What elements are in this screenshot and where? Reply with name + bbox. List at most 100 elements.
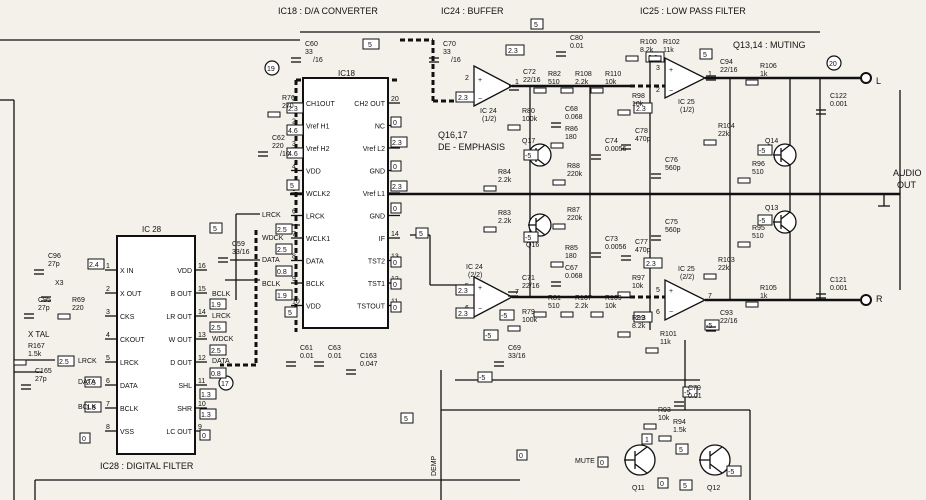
component-value: 8.2k	[640, 47, 654, 54]
component-value: 510	[752, 233, 764, 240]
component-ref: R86	[565, 126, 578, 133]
signal-mute: MUTE	[575, 458, 595, 465]
svg-text:+: +	[478, 77, 482, 84]
component-value: 0.01	[328, 353, 342, 360]
svg-text:-5: -5	[479, 375, 485, 382]
ic28-pin-num: 11	[198, 378, 205, 385]
ic18-pin-name: TST1	[368, 281, 385, 288]
signal-data: DATA	[262, 257, 280, 264]
ic28-pin-name: LC OUT	[166, 429, 192, 436]
component-value: 8.2k	[632, 323, 646, 330]
component-value: 1.5k	[673, 427, 687, 434]
component-ref: R88	[567, 163, 580, 170]
component-value: 220	[72, 305, 84, 312]
xtal-label: X TAL	[28, 330, 50, 339]
component-rating: /16	[451, 57, 461, 64]
component-value: 560p	[665, 227, 681, 234]
ic18-pin-name: CH2 OUT	[354, 101, 385, 108]
svg-text:1.9: 1.9	[211, 302, 221, 309]
svg-text:5: 5	[703, 52, 707, 59]
component-value: 0.001	[830, 285, 848, 292]
q11-label: Q11	[632, 485, 645, 492]
component-ref: C73	[605, 236, 618, 243]
svg-text:−: −	[478, 96, 482, 103]
component-ref: R87	[567, 207, 580, 214]
transistor-q16: Q16	[526, 213, 552, 249]
component-value: 220	[272, 143, 284, 150]
signal-lrck-3: LRCK	[78, 358, 97, 365]
ic28-pin-num: 10	[198, 401, 206, 408]
voltage-box: 5	[362, 38, 380, 50]
component-ref: C60	[305, 41, 318, 48]
svg-text:2.3: 2.3	[392, 140, 402, 147]
component-ref: C72	[523, 69, 536, 76]
component-ref: C94	[720, 59, 733, 66]
component-value: 33/16	[508, 353, 526, 360]
component-ref: R76	[282, 95, 295, 102]
ic24b-sub: (2/2)	[468, 272, 482, 279]
component-ref: X3	[55, 280, 64, 287]
ic24b-name: IC 24	[466, 264, 483, 271]
component-value: 0.0056	[605, 244, 627, 251]
signal-bclk-2: BCLK	[212, 291, 231, 298]
component-ref: C68	[565, 106, 578, 113]
component-value: 510	[548, 303, 560, 310]
ic24a-pin2: 2	[465, 75, 469, 82]
svg-text:5: 5	[288, 310, 292, 317]
ic28-pin-num: 16	[198, 263, 206, 270]
component-ref: R97	[632, 275, 645, 282]
component-ref: C59	[232, 241, 245, 248]
svg-text:5: 5	[404, 416, 408, 423]
ic18-pin-name: LRCK	[306, 214, 325, 221]
component-ref: C93	[720, 310, 733, 317]
component-ref: R95	[752, 225, 765, 232]
component-value: 1.5k	[28, 351, 42, 358]
svg-text:2.3: 2.3	[458, 95, 468, 102]
component-value: 0.0056	[605, 146, 627, 153]
component-ref: R85	[565, 245, 578, 252]
component-ref: C63	[328, 345, 341, 352]
voltage-box: 2.3	[643, 257, 663, 269]
voltage-box: 0	[657, 477, 669, 489]
ic25b-name: IC 25	[678, 266, 695, 273]
component-rating: /16	[313, 57, 323, 64]
component-value: 22k	[718, 131, 730, 138]
opamp-ic25a: +− IC 25 (1/2) 1 2 3	[656, 56, 712, 114]
ic28-pin-name: X OUT	[120, 291, 142, 298]
svg-text:-5: -5	[525, 153, 531, 160]
ic25a-name: IC 25	[678, 99, 695, 106]
voltage-box: -5	[704, 319, 720, 331]
component-value: 1k	[760, 293, 768, 300]
ic28-pin-num: 15	[198, 286, 206, 293]
wiring	[0, 31, 900, 500]
svg-text:−: −	[669, 309, 673, 316]
voltage-box: 2.3	[505, 44, 525, 56]
svg-text:-5: -5	[684, 390, 690, 397]
title-deemph-q: Q16,17	[438, 130, 468, 140]
svg-text:2.5: 2.5	[277, 227, 287, 234]
ic18-pin-name: WCLK1	[306, 236, 330, 243]
svg-text:5: 5	[683, 483, 687, 490]
voltage-box: 0.8	[275, 265, 293, 277]
component-value: 0.047	[360, 361, 378, 368]
component-value: 22/16	[720, 318, 738, 325]
svg-text:-5: -5	[501, 313, 507, 320]
